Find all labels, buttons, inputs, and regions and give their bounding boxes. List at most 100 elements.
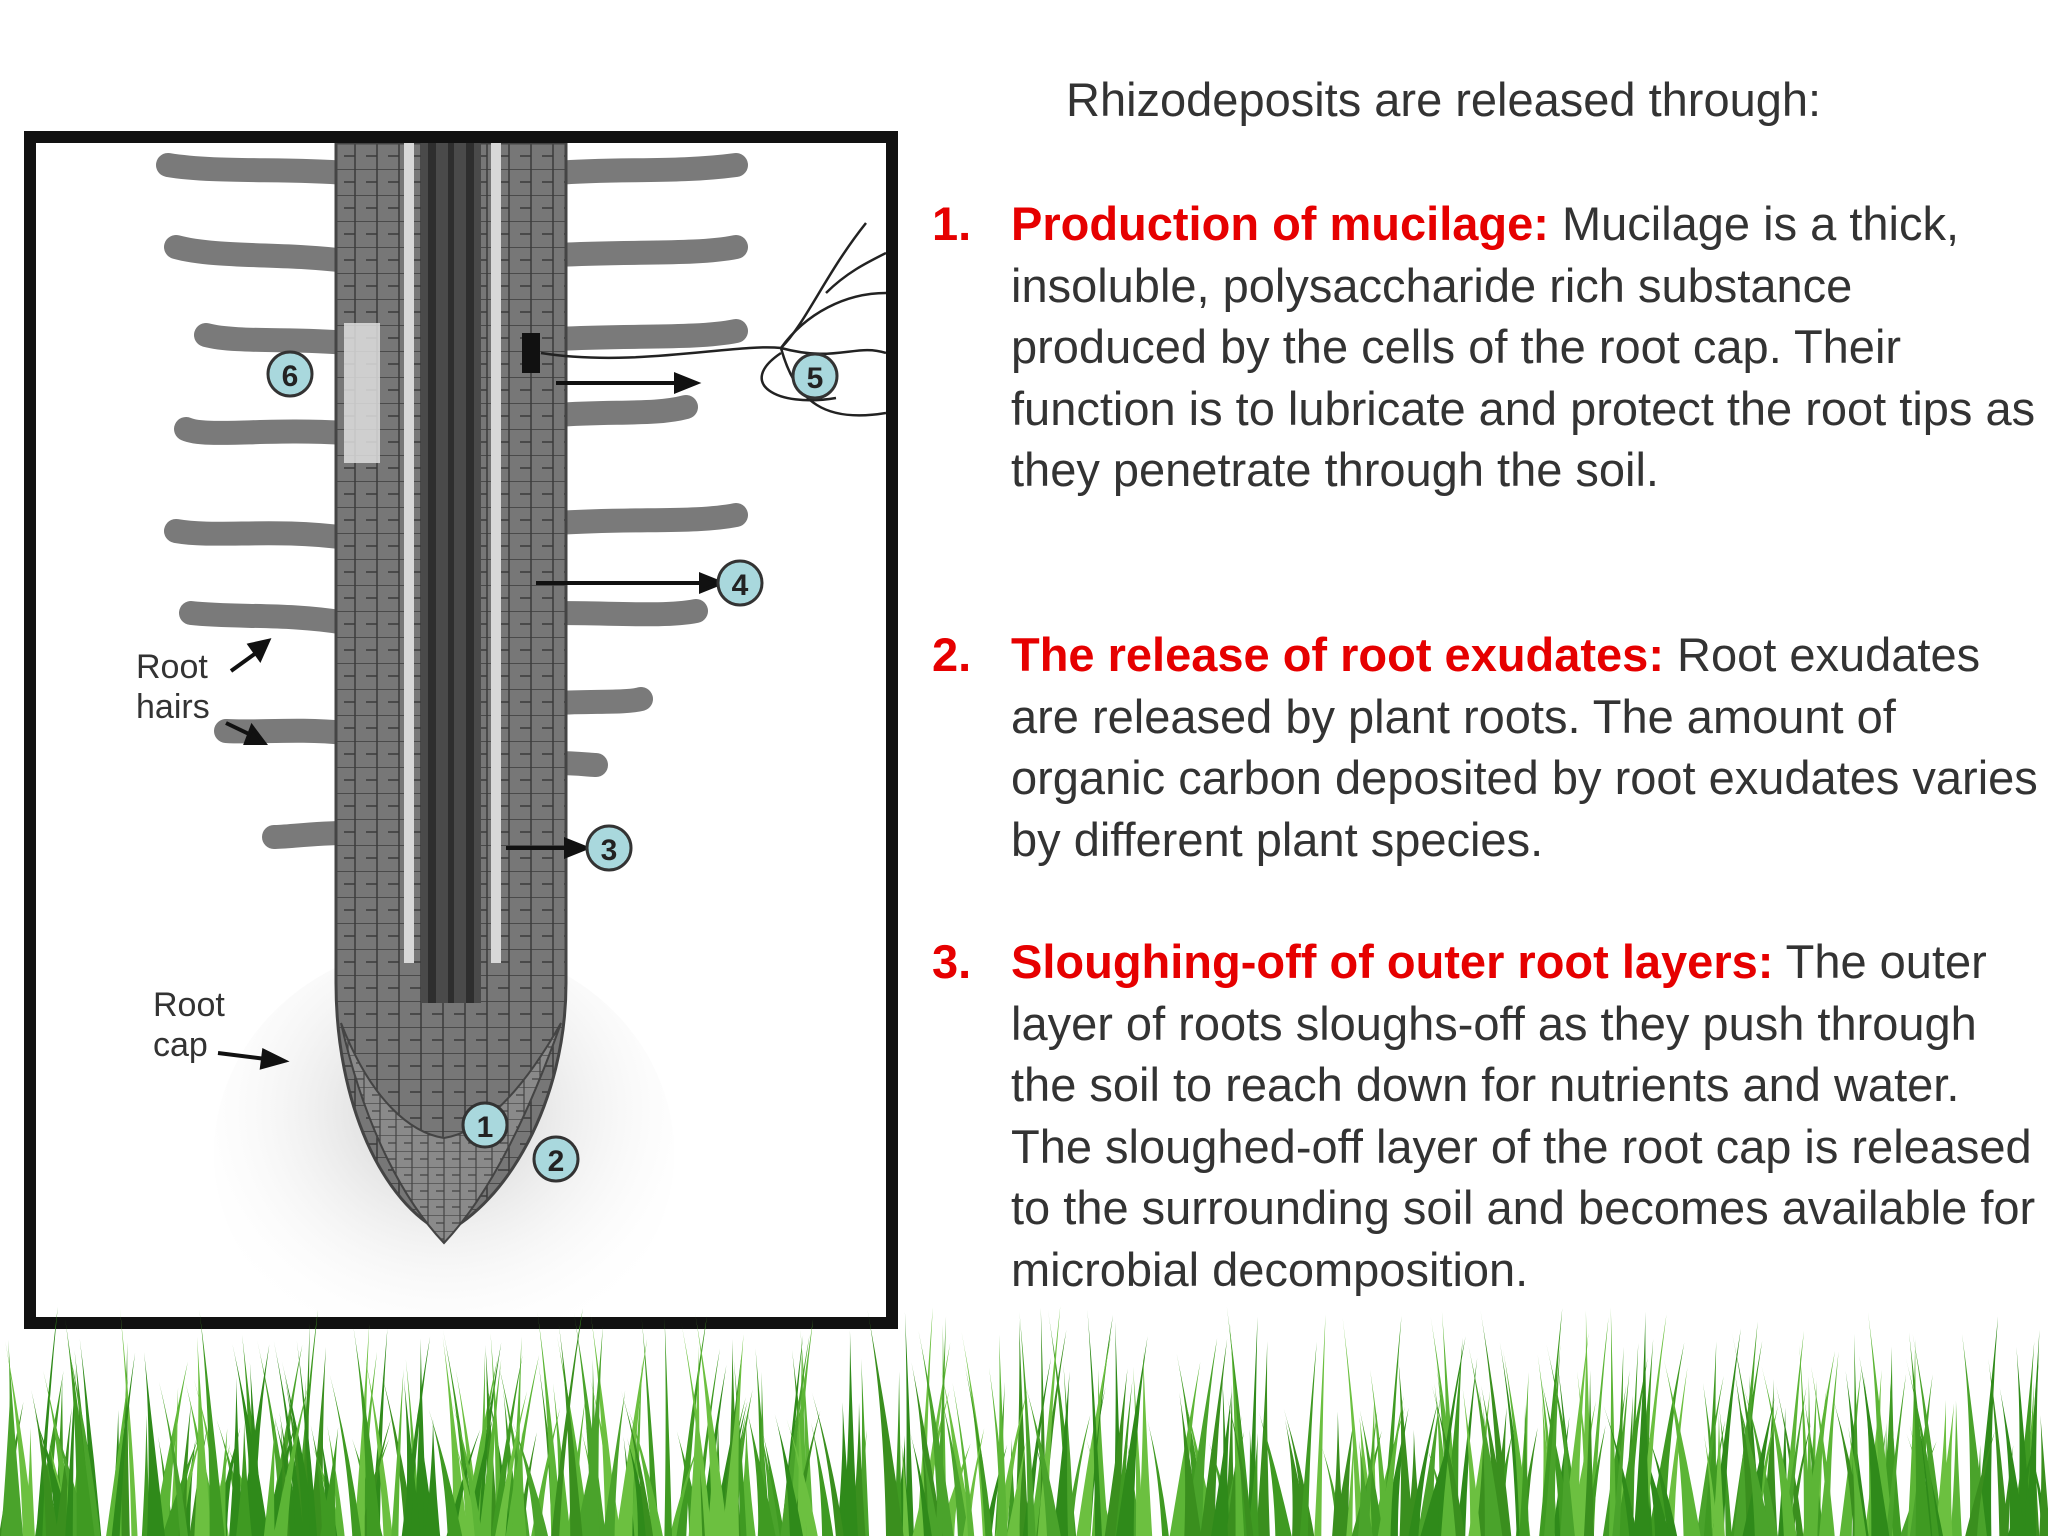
svg-text:3: 3 (601, 834, 618, 867)
grass-blade (680, 1316, 712, 1536)
grass-blade (1612, 1370, 1630, 1536)
grass-blade (800, 1329, 814, 1536)
grass-blade (111, 1352, 136, 1536)
grass-blade (1006, 1441, 1026, 1536)
grass-blade (867, 1309, 904, 1536)
item-title: Production of mucilage: (1011, 197, 1549, 250)
grass-blade (627, 1406, 663, 1536)
marker-4: 4 (716, 559, 764, 607)
svg-text:5: 5 (807, 362, 824, 395)
grass-blade (762, 1433, 785, 1536)
grass-blade (119, 1307, 138, 1536)
grass-blade (158, 1381, 188, 1536)
grass-blade (281, 1361, 317, 1536)
grass-blade (759, 1425, 780, 1536)
grass-blade (1583, 1370, 1595, 1536)
grass-blade (1255, 1341, 1270, 1536)
grass-blade (1935, 1399, 1950, 1536)
lysing-cell (522, 333, 540, 373)
grass-blade (66, 1339, 101, 1536)
marker-2: 2 (532, 1135, 580, 1183)
grass-blade (505, 1355, 540, 1536)
grass-blade (1063, 1364, 1075, 1536)
grass-blade (5, 1339, 24, 1536)
grass-blade (327, 1425, 345, 1536)
grass-blade (1950, 1400, 1962, 1536)
grass-blade (55, 1407, 72, 1536)
root-hairs-left (156, 153, 358, 849)
grass-blade (641, 1317, 659, 1536)
grass-blade (1025, 1385, 1061, 1536)
svg-text:6: 6 (282, 360, 299, 393)
grass-blade (329, 1374, 362, 1536)
grass-blade (1615, 1357, 1648, 1536)
grass-blade (1346, 1435, 1354, 1536)
grass-blade (551, 1308, 583, 1536)
grass-blade (1999, 1387, 2026, 1536)
grass-blade (1742, 1397, 1775, 1536)
grass-blade (1480, 1309, 1512, 1536)
grass-blade (921, 1445, 940, 1536)
grass-blade (1299, 1341, 1317, 1536)
grass-blade (1342, 1317, 1364, 1536)
grass-blade (451, 1401, 483, 1536)
grass-blade (1663, 1359, 1701, 1536)
grass-blade (1975, 1316, 1999, 1536)
grass-blade (940, 1394, 969, 1536)
grass-blade (1358, 1440, 1373, 1536)
item-body: Production of mucilage: Mucilage is a th… (1011, 193, 2041, 501)
item-title: Sloughing-off of outer root layers: (1011, 935, 1774, 988)
grass-blade (1539, 1308, 1563, 1536)
grass-blade (1907, 1339, 1919, 1536)
grass-blade (2016, 1346, 2033, 1536)
root-hairs-label: Root hairs (136, 648, 210, 726)
grass-blade (491, 1354, 523, 1536)
grass-blade (1408, 1399, 1439, 1536)
grass-blade (1481, 1385, 1509, 1536)
grass-blade (401, 1336, 431, 1536)
grass-blade (918, 1330, 954, 1536)
grass-blade (229, 1377, 244, 1536)
grass-blade (354, 1324, 370, 1536)
grass-blade (273, 1384, 309, 1536)
grass-blade (964, 1363, 993, 1536)
grass-blade (65, 1318, 95, 1536)
grass-blade (65, 1368, 76, 1536)
grass-blade (1761, 1365, 1797, 1536)
grass-blade (35, 1306, 58, 1536)
item-title: The release of root exudates: (1011, 628, 1664, 681)
root-cap-label: Root cap (153, 986, 225, 1064)
grass-blade (199, 1310, 225, 1536)
grass-blade (1200, 1338, 1228, 1536)
grass-blade (1258, 1411, 1292, 1536)
grass-blade (1087, 1309, 1102, 1536)
grass-blade (1147, 1420, 1169, 1536)
grass-blade (1420, 1432, 1452, 1536)
grass-blade (901, 1444, 910, 1536)
grass-blade (152, 1361, 188, 1536)
grass-blade (904, 1312, 914, 1536)
grass-blade (300, 1322, 310, 1536)
grass-blade (1019, 1312, 1036, 1536)
grass-blade (495, 1390, 528, 1536)
grass-blade (263, 1417, 276, 1536)
grass-blade (1805, 1376, 1813, 1536)
grass-blade (273, 1340, 304, 1536)
grass-blade (2039, 1415, 2048, 1536)
grass-blade (669, 1439, 701, 1536)
grass-blade (1560, 1410, 1575, 1536)
grass-blade (910, 1433, 932, 1536)
grass-blade (996, 1334, 1008, 1536)
grass-blade (1370, 1369, 1390, 1536)
grass-blade (722, 1334, 744, 1536)
grass-blade (1229, 1321, 1245, 1536)
grass-blade (1646, 1430, 1678, 1536)
grass-blade (310, 1425, 332, 1536)
grass-blade (1116, 1336, 1148, 1536)
item-number: 3. (932, 935, 972, 988)
grass-blade (935, 1316, 947, 1536)
grass-blade (1519, 1404, 1530, 1536)
slide-heading: Rhizodeposits are released through: (1066, 73, 1822, 126)
grass-blade (478, 1359, 502, 1536)
